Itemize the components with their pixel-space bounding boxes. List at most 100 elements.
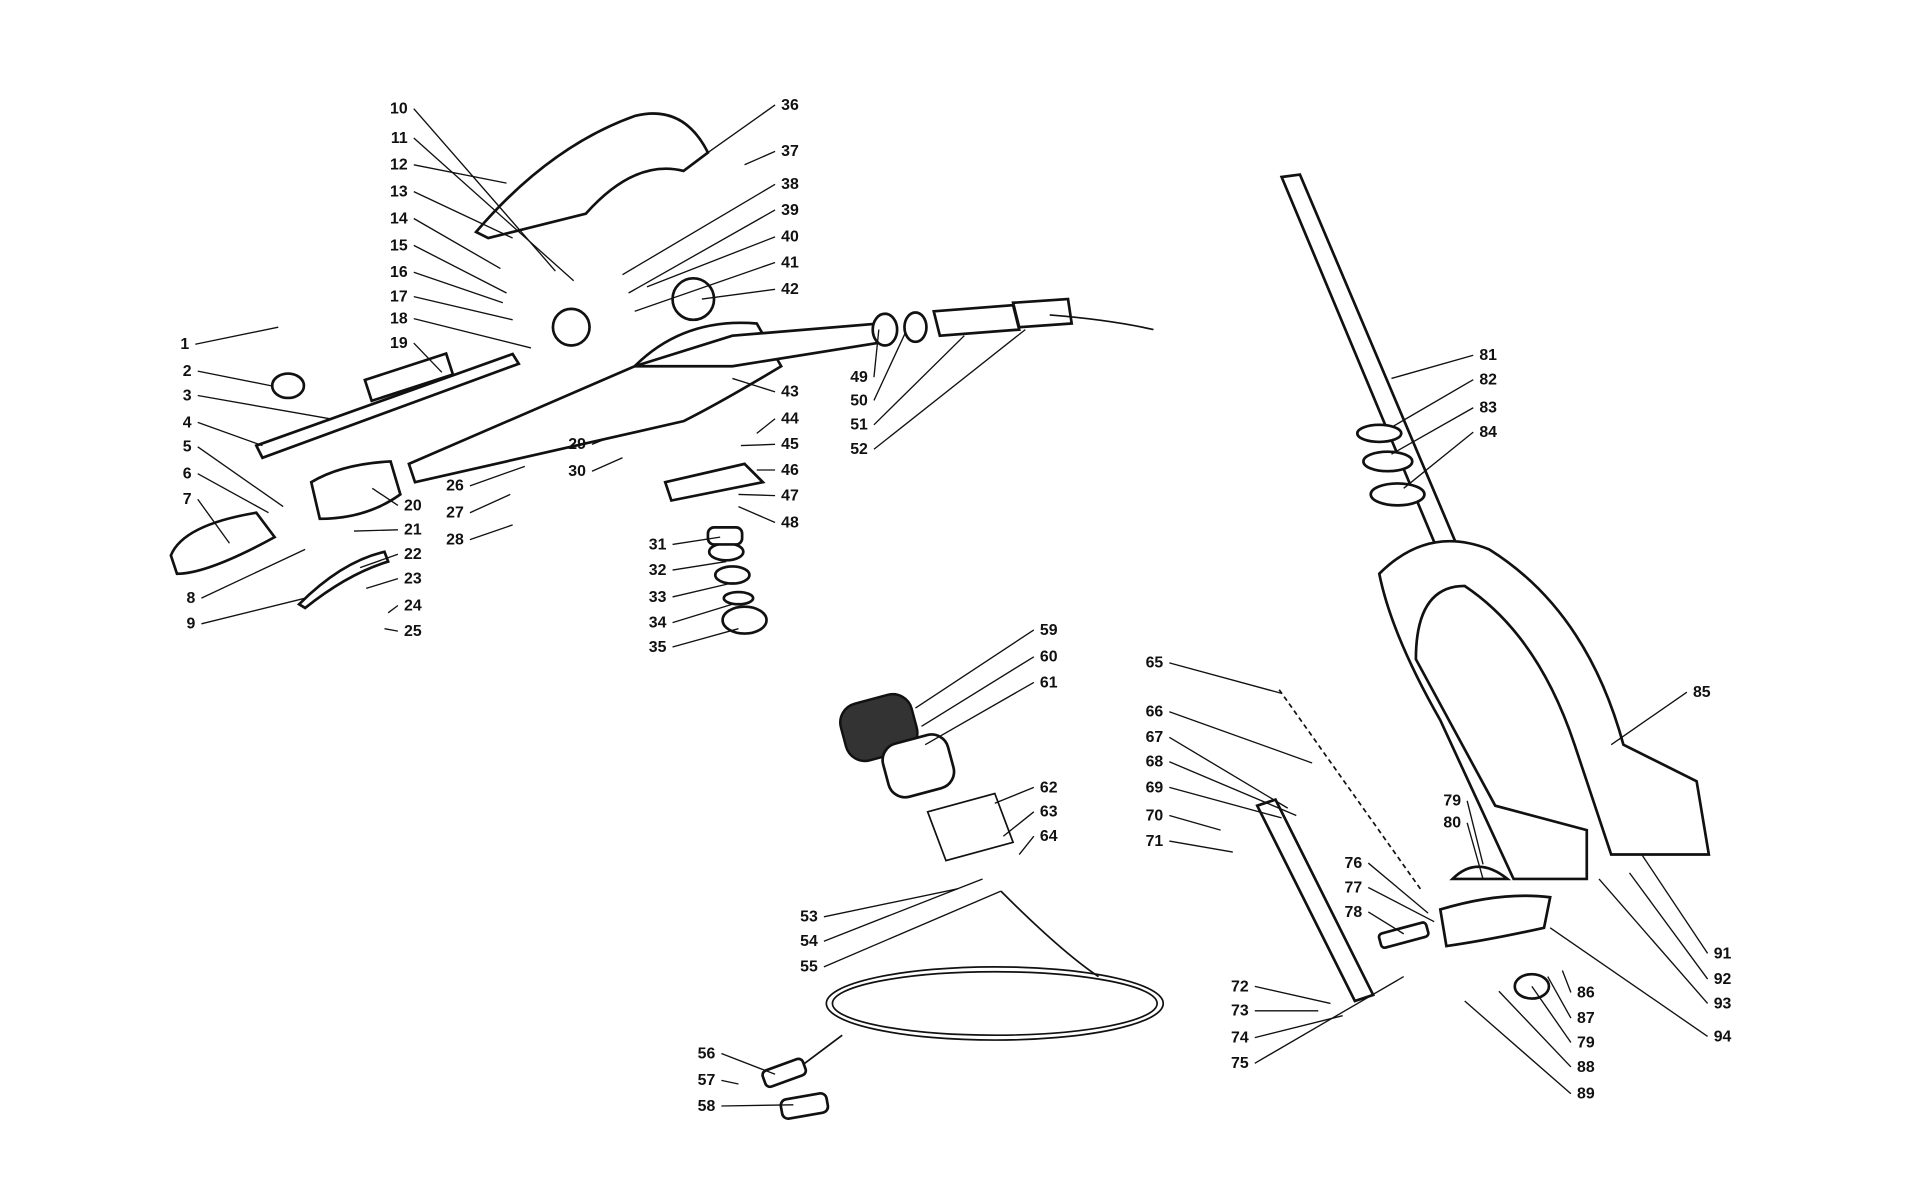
callout-6: 6 <box>183 466 269 514</box>
callout-number: 12 <box>390 157 408 174</box>
callout-20: 20 <box>371 487 422 514</box>
leader-line <box>1018 835 1035 855</box>
leader-line <box>915 629 1035 709</box>
leader-line <box>1169 662 1282 695</box>
callout-49: 49 <box>850 329 880 386</box>
leader-line <box>1367 911 1405 935</box>
leader-line <box>1169 786 1282 819</box>
callout-number: 6 <box>183 466 192 483</box>
callout-72: 72 <box>1231 978 1331 1005</box>
callout-number: 45 <box>781 436 799 453</box>
leader-line <box>1169 761 1297 817</box>
callout-79: 79 <box>1443 793 1484 865</box>
leader-line <box>413 217 501 270</box>
leader-line <box>197 370 272 387</box>
callout-43: 43 <box>732 377 799 401</box>
callout-29: 29 <box>568 436 605 453</box>
leader-line <box>1561 970 1572 993</box>
callout-number: 59 <box>1040 622 1058 639</box>
callout-94: 94 <box>1549 927 1732 1045</box>
callout-74: 74 <box>1231 1015 1343 1047</box>
callout-70: 70 <box>1146 807 1221 831</box>
callout-number: 39 <box>781 202 799 219</box>
callout-number: 77 <box>1345 879 1363 896</box>
callout-number: 91 <box>1714 945 1732 962</box>
leader-line <box>921 656 1035 727</box>
callout-number: 48 <box>781 514 799 531</box>
callout-number: 15 <box>390 237 408 254</box>
callout-52: 52 <box>850 329 1026 458</box>
callout-number: 64 <box>1040 828 1058 845</box>
callout-number: 92 <box>1714 971 1732 988</box>
callout-number: 75 <box>1231 1055 1249 1072</box>
callout-number: 55 <box>800 959 818 976</box>
leader-line <box>1464 1000 1572 1095</box>
callout-37: 37 <box>744 143 799 166</box>
callout-76: 76 <box>1345 855 1429 914</box>
callout-27: 27 <box>446 493 511 522</box>
callout-number: 43 <box>781 384 799 401</box>
callout-number: 69 <box>1146 779 1164 796</box>
leader-line <box>924 681 1035 746</box>
callout-31: 31 <box>649 536 721 553</box>
leader-line <box>732 377 776 393</box>
leader-line <box>823 890 1002 968</box>
callout-4: 4 <box>183 414 263 447</box>
callout-48: 48 <box>738 505 799 531</box>
callout-number: 4 <box>183 414 192 431</box>
leader-line <box>1169 840 1233 853</box>
callout-number: 29 <box>568 436 586 453</box>
callout-22: 22 <box>359 546 422 569</box>
leader-line <box>1466 822 1484 880</box>
handlebar-assembly <box>169 112 1154 635</box>
callout-88: 88 <box>1498 990 1595 1076</box>
callout-number: 33 <box>649 589 667 606</box>
callout-67: 67 <box>1146 729 1289 809</box>
callout-16: 16 <box>390 264 504 304</box>
callout-47: 47 <box>738 488 799 505</box>
callout-number: 40 <box>781 229 799 246</box>
leader-line <box>197 394 330 420</box>
leader-line <box>823 878 983 942</box>
callout-number: 57 <box>698 1072 716 1089</box>
callout-number: 21 <box>404 522 422 539</box>
leader-line <box>873 331 907 401</box>
callout-number: 1 <box>180 336 189 353</box>
callout-number: 49 <box>850 369 868 386</box>
callout-51: 51 <box>850 335 965 434</box>
callout-3: 3 <box>183 387 330 420</box>
callout-number: 47 <box>781 488 799 505</box>
leader-line <box>1254 985 1331 1005</box>
leader-line <box>740 443 776 447</box>
leader-line <box>873 329 1026 450</box>
leader-line <box>707 104 776 154</box>
leader-line <box>197 446 284 508</box>
leader-line <box>672 628 739 648</box>
leader-line <box>721 1079 739 1085</box>
callout-60: 60 <box>921 649 1058 727</box>
callout-number: 93 <box>1714 995 1732 1012</box>
callout-55: 55 <box>800 890 1002 976</box>
callout-number: 14 <box>390 210 408 227</box>
leader-line <box>672 603 733 624</box>
leader-line <box>469 493 511 514</box>
leader-line <box>1628 872 1709 980</box>
callout-30: 30 <box>568 457 623 480</box>
callout-number: 44 <box>781 411 799 428</box>
callout-73: 73 <box>1231 1003 1319 1020</box>
callout-number: 83 <box>1479 400 1497 417</box>
callout-64: 64 <box>1018 828 1058 855</box>
callout-62: 62 <box>994 779 1058 804</box>
callout-82: 82 <box>1391 372 1497 428</box>
callout-number: 60 <box>1040 649 1058 666</box>
callout-number: 31 <box>649 536 667 553</box>
leader-line <box>591 438 605 445</box>
callout-number: 20 <box>404 497 422 514</box>
callout-9: 9 <box>186 597 306 633</box>
leader-line <box>197 421 263 447</box>
callout-number: 67 <box>1146 729 1164 746</box>
callout-number: 80 <box>1443 815 1461 832</box>
callout-21: 21 <box>353 522 422 539</box>
callout-number: 88 <box>1577 1059 1595 1076</box>
